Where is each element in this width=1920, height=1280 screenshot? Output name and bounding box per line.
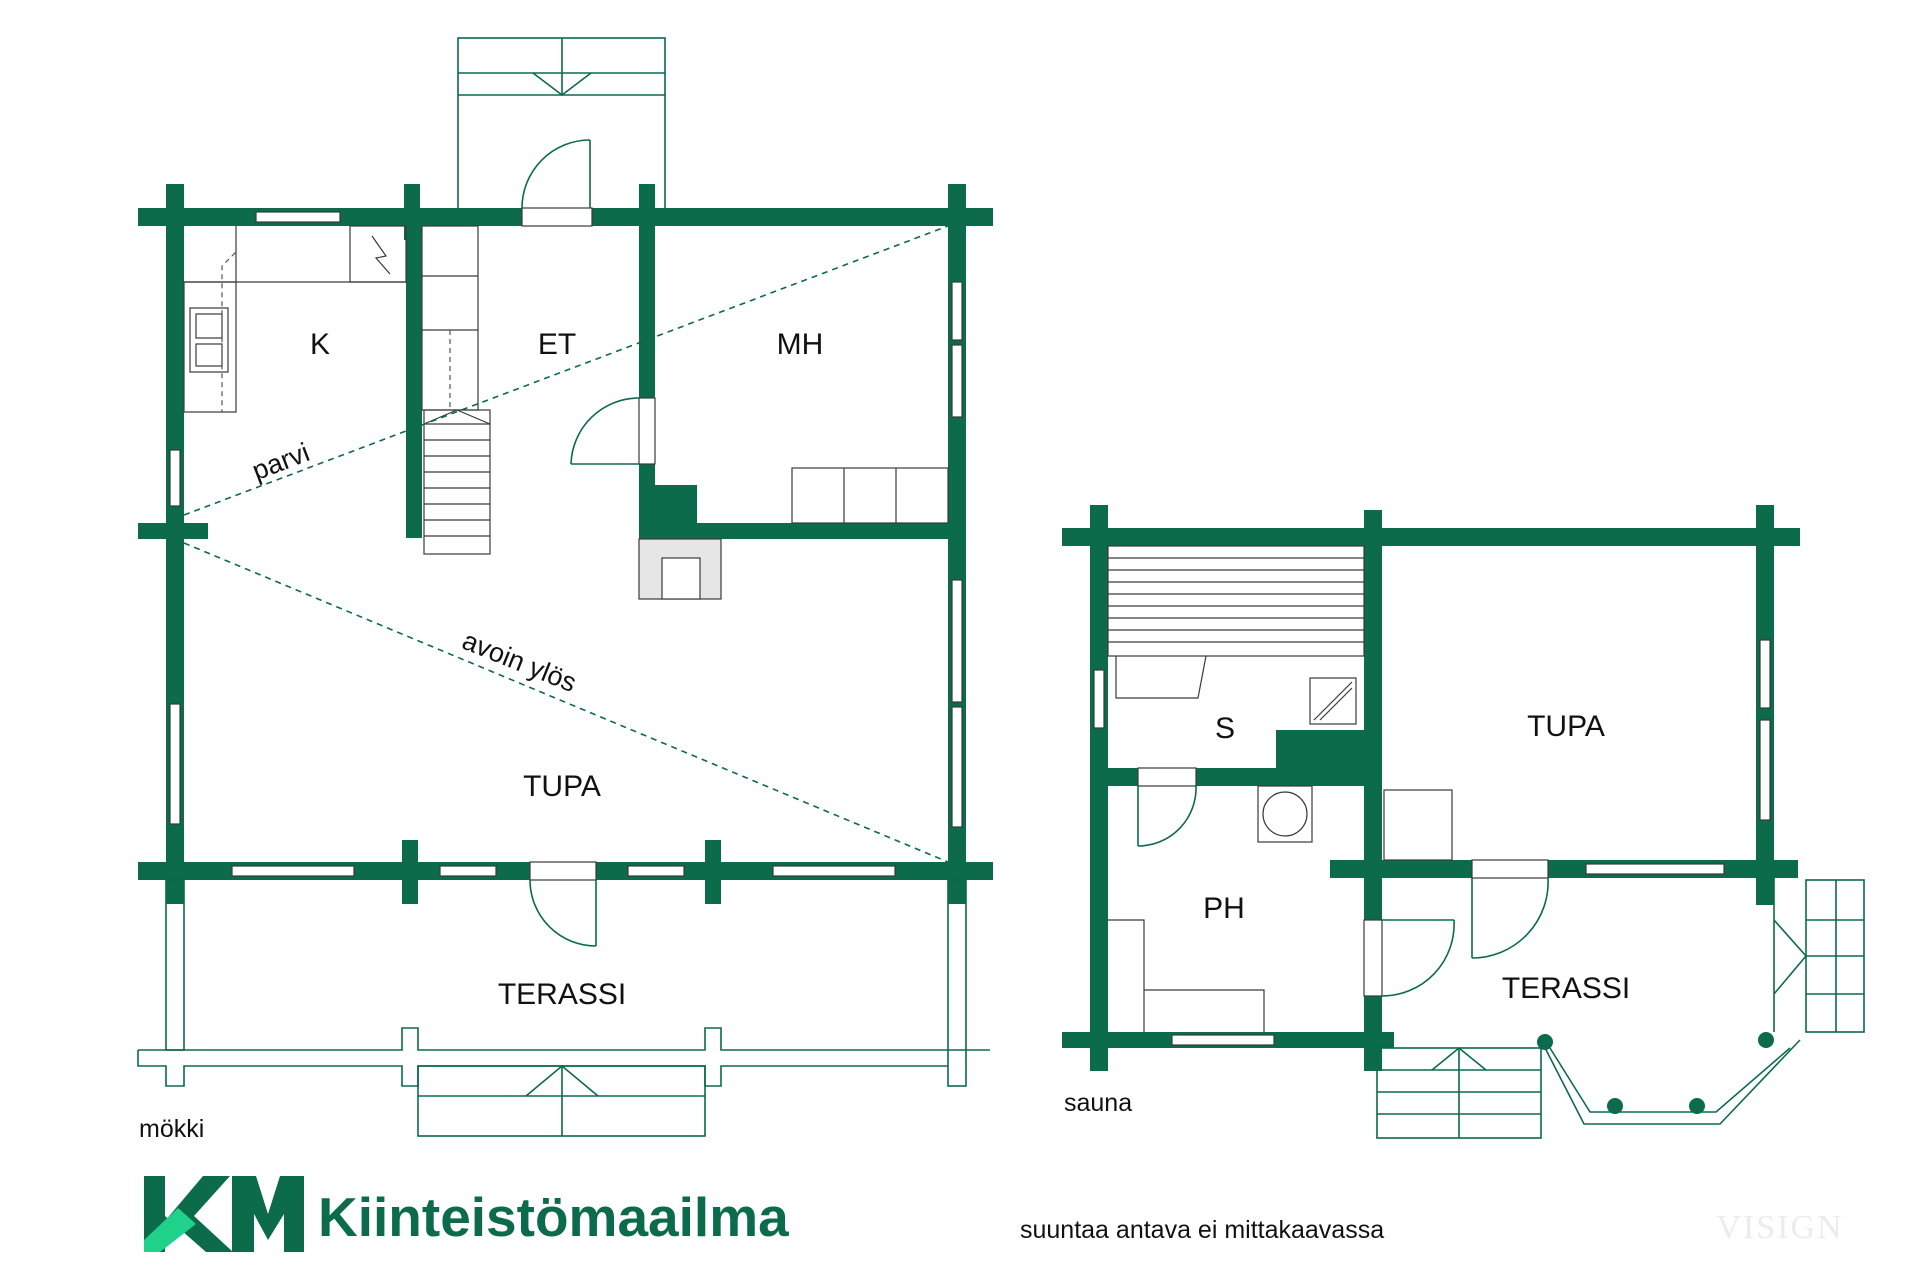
washroom-fixtures xyxy=(1108,785,1313,1032)
stairs-and-closet xyxy=(421,225,491,555)
room-label-bedroom: MH xyxy=(777,328,824,361)
sauna-doors xyxy=(1137,767,1549,997)
room-label-entry: ET xyxy=(538,328,576,361)
sink-icon xyxy=(189,307,229,373)
sauna-walls xyxy=(1062,505,1800,1071)
water-heater-icon xyxy=(1262,791,1308,837)
room-label-living: TUPA xyxy=(523,770,601,803)
front-porch xyxy=(457,37,666,210)
brand-name: Kiinteistömaailma xyxy=(318,1186,789,1248)
watermark: VISIGN xyxy=(1716,1209,1843,1246)
kitchen-fixtures xyxy=(183,225,407,413)
room-label-sauna: S xyxy=(1215,712,1235,745)
stove-icon xyxy=(1309,677,1357,725)
sauna-terrace xyxy=(1376,878,1865,1139)
bedroom-wardrobe xyxy=(791,467,949,524)
brand-logo: Kiinteistömaailma xyxy=(144,1176,789,1252)
km-logo-mark xyxy=(144,1176,304,1252)
room-label-washroom: PH xyxy=(1203,892,1245,925)
scale-disclaimer: suuntaa antava ei mittakaavassa xyxy=(1020,1216,1384,1244)
sauna-plan: S PH TUPA TERASSI sauna xyxy=(1062,505,1865,1139)
sauna-caption: sauna xyxy=(1064,1089,1132,1117)
cabin-plan: K ET MH TUPA TERASSI parvi avoin ylös mö… xyxy=(137,37,993,1143)
sauna-benches xyxy=(1107,545,1365,725)
cabin-windows xyxy=(169,211,963,877)
room-label-kitchen: K xyxy=(310,328,330,361)
room-label-sauna-terrace: TERASSI xyxy=(1502,972,1630,1005)
cabin-terrace xyxy=(137,879,990,1137)
fireplace xyxy=(638,538,722,600)
room-label-sauna-living: TUPA xyxy=(1527,710,1605,743)
loft-outline xyxy=(183,225,949,863)
open-up-label: avoin ylös xyxy=(458,625,581,698)
room-label-terrace: TERASSI xyxy=(498,978,626,1011)
sauna-windows xyxy=(1093,639,1771,1046)
cabin-caption: mökki xyxy=(139,1115,204,1143)
cabin-doors xyxy=(521,139,656,947)
